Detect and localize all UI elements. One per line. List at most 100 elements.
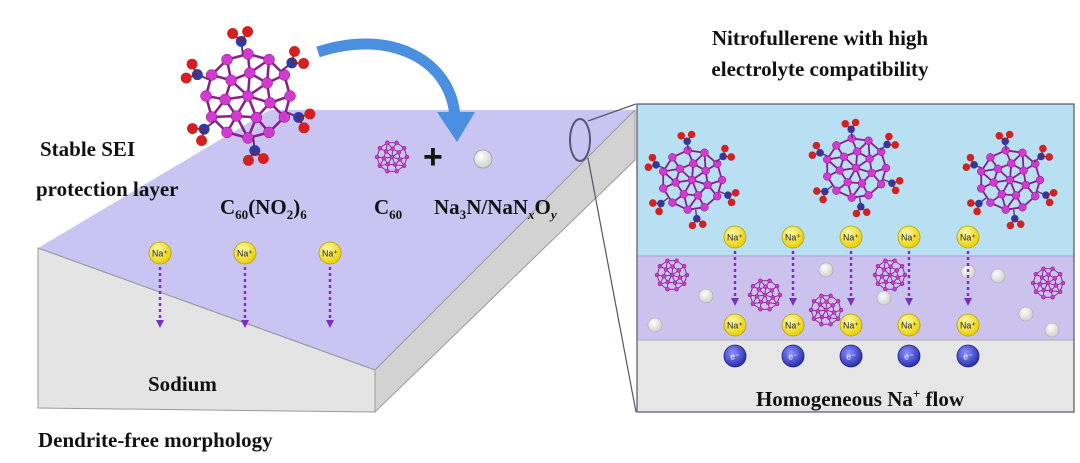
electron: e⁻: [839, 344, 863, 368]
oxygen-atom: [644, 163, 653, 171]
oxygen-atom: [227, 28, 239, 39]
sei-c60: [747, 278, 783, 312]
svg-text:Na⁺: Na⁺: [152, 248, 168, 258]
nitride-sphere: [1044, 322, 1060, 338]
sodium-ion: Na⁺: [781, 225, 805, 249]
sei-c60: [1030, 266, 1066, 300]
reaction-arrowhead: [437, 112, 475, 142]
zoom-ion-flow: Na⁺Na⁺e⁻Na⁺Na⁺e⁻Na⁺Na⁺e⁻Na⁺Na⁺e⁻Na⁺Na⁺e⁻: [723, 225, 980, 368]
oxygen-atom: [186, 58, 198, 70]
sodium-side-face: [374, 108, 636, 414]
nitrogen-atom: [198, 123, 210, 135]
sei-c60: [654, 258, 690, 292]
c60-cage: [200, 48, 296, 144]
oxygen-atom: [891, 141, 899, 149]
svg-text:Na⁺: Na⁺: [960, 320, 976, 330]
electron: e⁻: [897, 344, 921, 368]
oxygen-atom: [677, 132, 686, 140]
oxygen-atom: [891, 186, 900, 195]
svg-text:Na⁺: Na⁺: [727, 232, 743, 242]
oxygen-atom: [731, 189, 740, 197]
oxygen-atom: [895, 177, 904, 185]
nitride-sphere: [818, 262, 834, 278]
oxygen-atom: [1016, 220, 1025, 228]
oxygen-atom: [812, 141, 821, 150]
c60-cage: [823, 134, 891, 202]
oxygen-atom: [967, 199, 975, 207]
oxygen-atom: [995, 132, 1004, 140]
oxygen-atom: [242, 26, 254, 38]
nitride-sphere: [473, 149, 493, 169]
oxygen-atom: [196, 135, 207, 147]
svg-text:e⁻: e⁻: [730, 351, 740, 361]
svg-text:e⁻: e⁻: [846, 351, 856, 361]
electrolyte-nitrofullerenes: [644, 118, 1058, 230]
nitride-product-label: Na3N/NaNxOy: [434, 195, 557, 223]
nitrofullerene-molecule: [180, 26, 316, 166]
zoom-line-bottom: [587, 157, 637, 413]
nitrofullerene: [808, 118, 904, 218]
reaction-arrow: [316, 38, 461, 119]
svg-text:Na⁺: Na⁺: [322, 248, 338, 258]
oxygen-atom: [304, 108, 316, 120]
oxygen-atom: [688, 221, 697, 230]
svg-text:Na⁺: Na⁺: [843, 320, 859, 330]
homogeneous-flow-label: Homogeneous Na+ flow: [755, 386, 965, 411]
sodium-ion: Na⁺: [233, 241, 257, 265]
sodium-ion: Na⁺: [956, 313, 980, 337]
oxygen-atom: [1005, 130, 1014, 139]
oxygen-atom: [841, 120, 850, 128]
sei-c60: [808, 293, 844, 327]
c60-molecule: [374, 140, 410, 174]
svg-text:e⁻: e⁻: [788, 351, 798, 361]
oxygen-atom: [819, 195, 827, 204]
sodium-ion: Na⁺: [318, 241, 342, 265]
svg-text:Na⁺: Na⁺: [785, 232, 801, 242]
c60-cage: [977, 146, 1045, 214]
oxygen-atom: [885, 132, 893, 141]
dendrite-free-caption: Dendrite-free morphology: [38, 428, 273, 452]
nitride-sphere: [647, 317, 663, 333]
magnifier-lens: [569, 118, 591, 162]
nitrofullerene-title-line2: electrolyte compatibility: [711, 57, 929, 81]
zoom-line-top: [587, 103, 637, 122]
sodium-ion: Na⁺: [723, 313, 747, 337]
sei-title-line2: protection layer: [36, 177, 179, 201]
nitride-sphere: [876, 290, 892, 306]
nitride-sphere: [990, 268, 1006, 284]
sodium-ion: Na⁺: [781, 313, 805, 337]
oxygen-atom: [186, 123, 198, 135]
nitrofullerene: [644, 130, 740, 230]
nitride-sphere: [1018, 306, 1034, 322]
svg-text:Na⁺: Na⁺: [727, 320, 743, 330]
electron: e⁻: [956, 344, 980, 368]
oxygen-atom: [808, 151, 817, 159]
sei-fullerenes: [647, 258, 1066, 338]
plus-sign: +: [423, 138, 443, 176]
electron: e⁻: [781, 344, 805, 368]
svg-text:e⁻: e⁻: [963, 351, 973, 361]
sodium-ion: Na⁺: [148, 241, 172, 265]
c60-cage: [659, 146, 727, 214]
oxygen-atom: [698, 220, 707, 228]
oxygen-atom: [649, 199, 657, 207]
oxygen-atom: [648, 153, 657, 162]
oxygen-atom: [973, 207, 981, 216]
oxygen-atom: [1045, 153, 1053, 161]
sodium-ion: Na⁺: [839, 313, 863, 337]
sei-title-line1: Stable SEI: [40, 137, 136, 161]
oxygen-atom: [727, 198, 736, 207]
oxygen-atom: [1039, 144, 1047, 153]
oxygen-atom: [1049, 189, 1058, 197]
svg-text:e⁻: e⁻: [904, 351, 914, 361]
oxygen-atom: [289, 45, 300, 57]
c60-label: C60: [374, 195, 403, 223]
oxygen-atom: [1006, 221, 1015, 230]
oxygen-atom: [242, 154, 254, 166]
oxygen-atom: [721, 144, 729, 153]
oxygen-atom: [852, 209, 861, 218]
oxygen-atom: [851, 118, 860, 127]
svg-text:Na⁺: Na⁺: [785, 320, 801, 330]
